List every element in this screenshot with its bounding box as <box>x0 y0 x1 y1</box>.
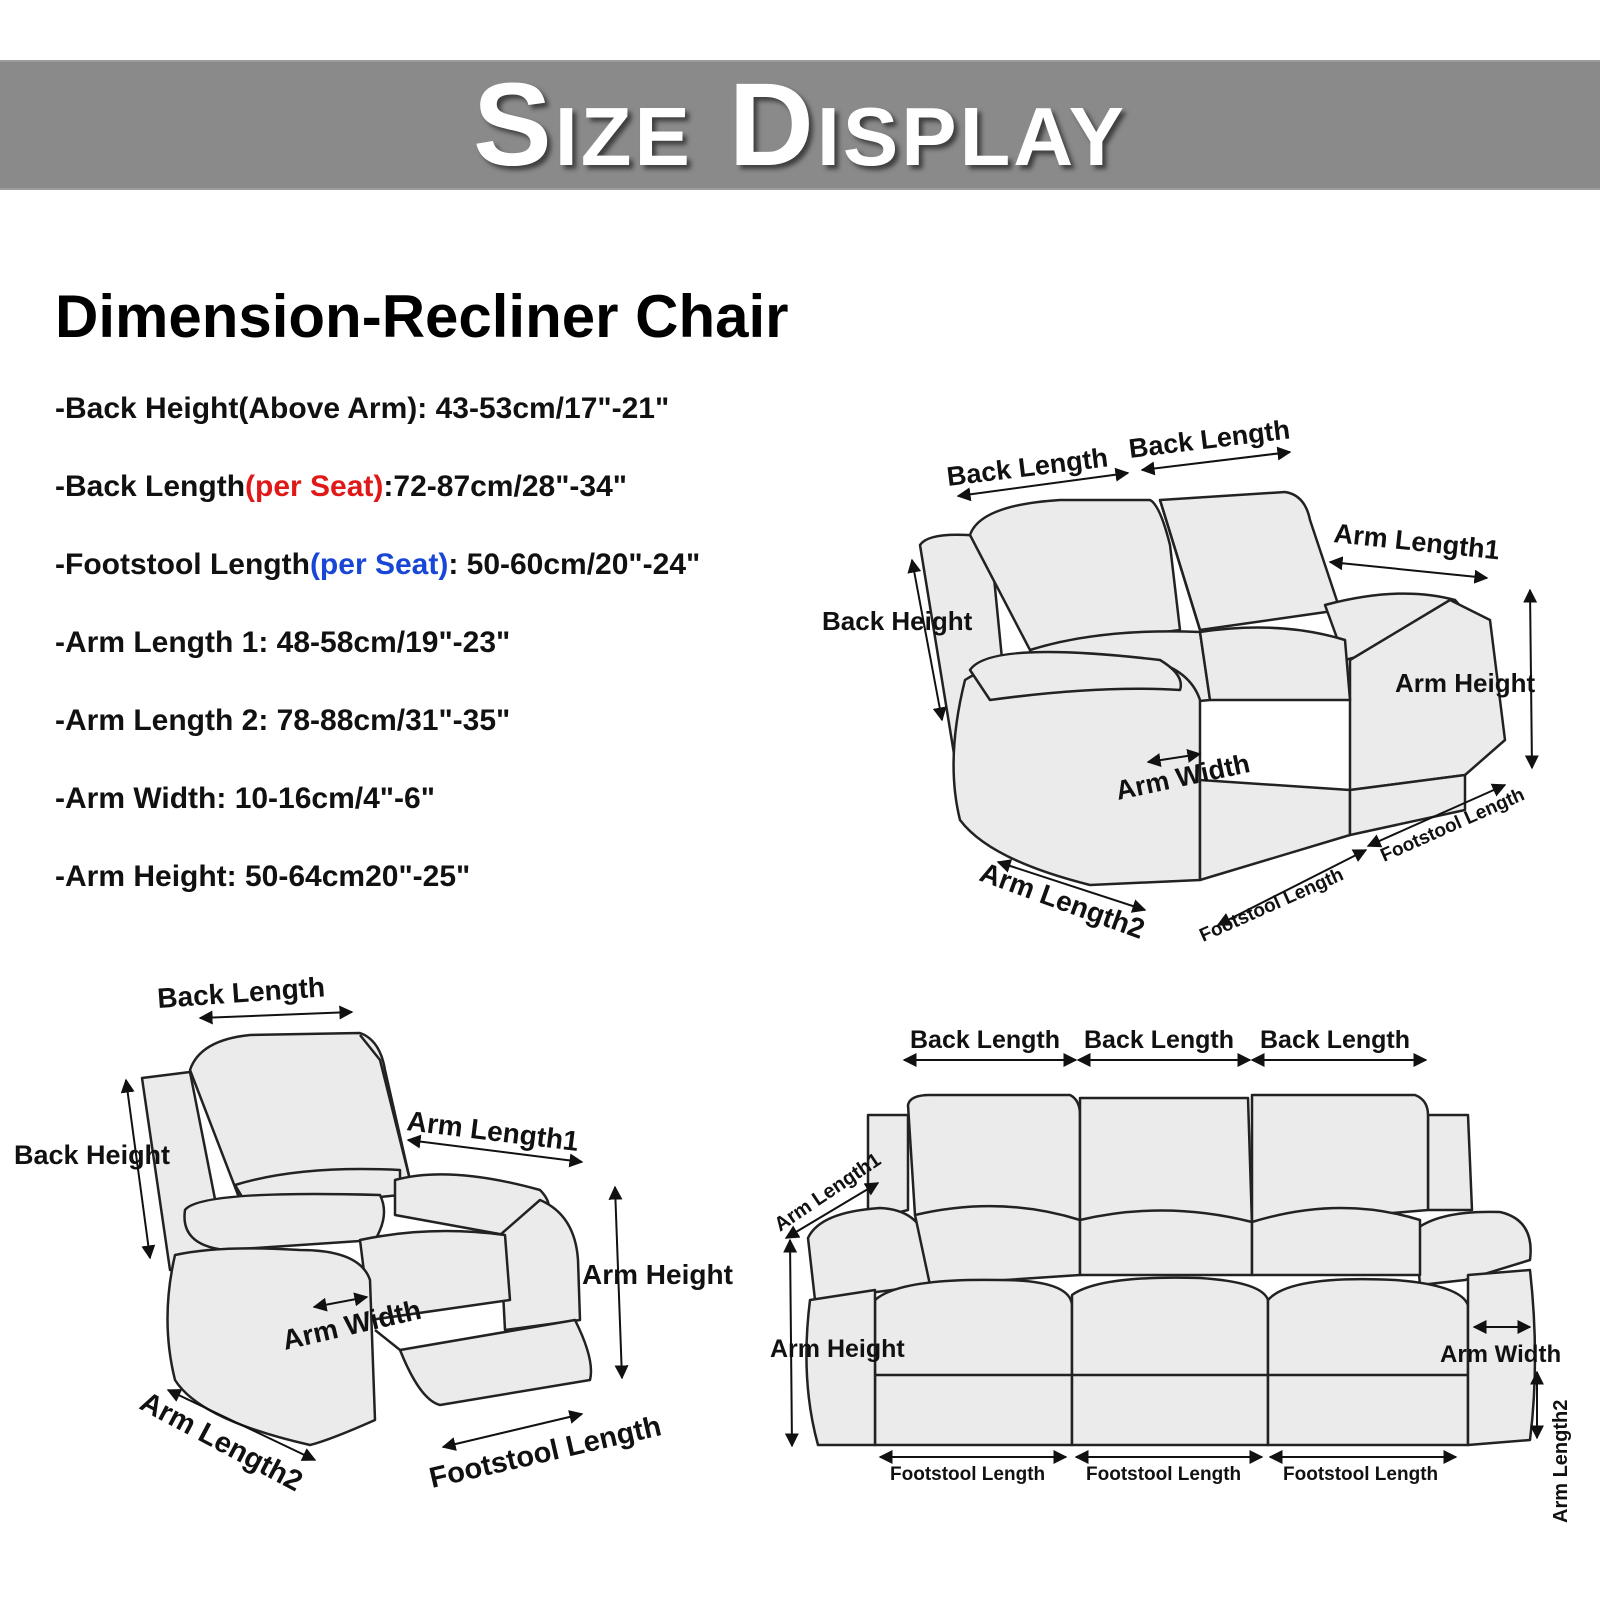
spec-back-length-label: -Back Length <box>55 470 246 503</box>
spec-footstool-value: : 50-60cm/20"-24" <box>448 548 701 581</box>
spec-arm-length-1: -Arm Length 1: 48-58cm/19"-23" <box>55 626 511 659</box>
recliner-diagram <box>140 1031 593 1447</box>
sofa-diagram <box>805 1093 1537 1447</box>
sofa-footstool-length-1: Footstool Length <box>890 1464 1045 1485</box>
sofa-back-length-3: Back Length <box>1260 1026 1410 1054</box>
spec-arm-length-2: -Arm Length 2: 78-88cm/31"-35" <box>55 704 511 737</box>
section-heading: Dimension-Recliner Chair <box>55 283 789 350</box>
per-seat-red: (per Seat) <box>245 470 384 503</box>
loveseat-arm-height: Arm Height <box>1395 668 1535 698</box>
loveseat-arm-length1: Arm Length1 <box>1332 518 1501 565</box>
sofa-back-length-1: Back Length <box>910 1026 1060 1054</box>
sofa-footstool-length-2: Footstool Length <box>1086 1464 1241 1485</box>
loveseat-arrows <box>907 446 1539 926</box>
sofa-arm-height: Arm Height <box>770 1335 905 1363</box>
sofa-arrows <box>783 1053 1544 1464</box>
loveseat-back-height: Back Height <box>822 606 973 636</box>
sofa-back-length-2: Back Length <box>1084 1026 1234 1054</box>
title-banner: Size Display <box>0 59 1600 191</box>
loveseat-back-length-2: Back Length <box>1127 414 1291 464</box>
recliner-arm-height: Arm Height <box>582 1259 733 1290</box>
spec-footstool-label: -Footstool Length <box>55 548 310 581</box>
sofa-arm-length2: Arm Length2 <box>1550 1400 1572 1523</box>
spec-back-length-value: :72-87cm/28"-34" <box>383 470 627 503</box>
sofa-arm-width: Arm Width <box>1440 1341 1561 1368</box>
recliner-back-length: Back Length <box>156 971 326 1014</box>
spec-back-length: -Back Length(per Seat):72-87cm/28"-34" <box>55 470 627 504</box>
spec-footstool-length: -Footstool Length(per Seat): 50-60cm/20"… <box>55 548 700 582</box>
banner-title: Size Display <box>473 59 1127 191</box>
loveseat-footstool-length-1: Footstool Length <box>1196 864 1346 946</box>
loveseat-back-length-1: Back Length <box>945 442 1109 492</box>
spec-arm-width: -Arm Width: 10-16cm/4"-6" <box>55 782 435 815</box>
recliner-arrows <box>120 1005 629 1461</box>
recliner-arm-length1: Arm Length1 <box>405 1105 580 1157</box>
spec-arm-height: -Arm Height: 50-64cm20"-25" <box>55 860 471 893</box>
spec-back-height: -Back Height(Above Arm): 43-53cm/17"-21" <box>55 392 670 425</box>
recliner-back-height: Back Height <box>14 1140 170 1170</box>
per-seat-blue: (per Seat) <box>309 548 449 581</box>
sofa-footstool-length-3: Footstool Length <box>1283 1464 1438 1485</box>
